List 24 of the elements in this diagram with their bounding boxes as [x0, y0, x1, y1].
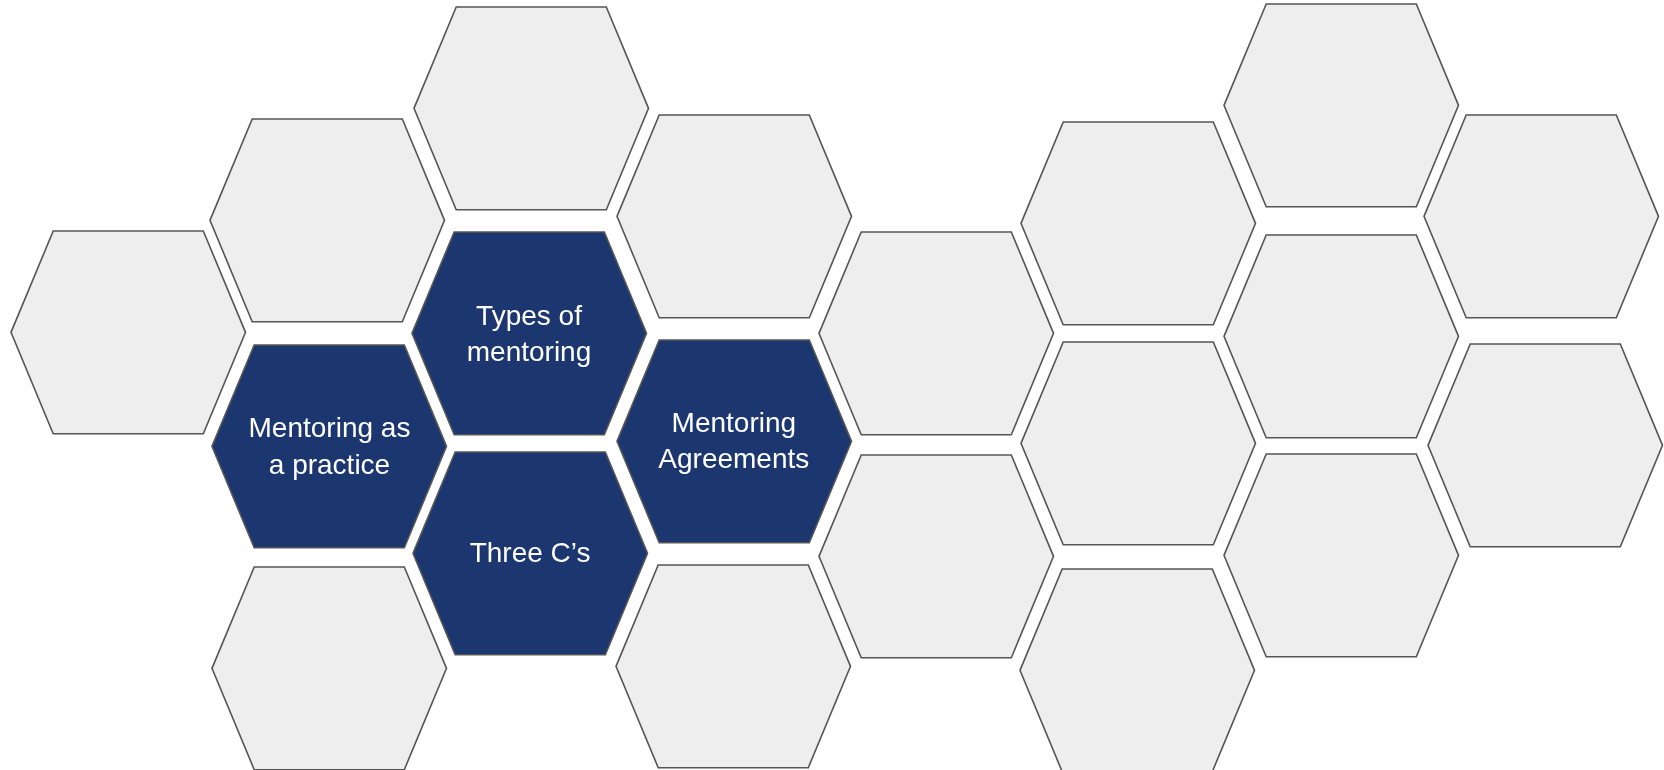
hexagon-tile — [616, 114, 852, 318]
hexagon-tile — [1223, 454, 1459, 657]
hexagon-tile — [1223, 234, 1459, 438]
hexagon-tile — [1424, 114, 1659, 318]
hexagon-tile — [1223, 4, 1459, 207]
hexagon-tile — [819, 455, 1054, 658]
hexagon-tile — [1428, 343, 1663, 547]
hexagon-tile — [10, 231, 246, 435]
hexagon-tile — [615, 564, 850, 768]
tile-label: Mentoring Agreements — [657, 405, 811, 476]
tile-label: Types of mentoring — [465, 298, 593, 369]
hexagon-tile — [413, 7, 649, 211]
hexagon-tile — [210, 118, 445, 322]
hexagon-tile — [819, 232, 1054, 436]
hexagon-tile — [1020, 341, 1256, 545]
tile-label: Mentoring as a practice — [247, 410, 412, 482]
hexagon-tile — [412, 452, 648, 655]
hexagon-tile — [1019, 568, 1255, 770]
hexagon-tile — [212, 344, 447, 548]
hexagon-tile — [616, 339, 852, 543]
hexagon-tile — [212, 566, 447, 770]
hexagon-tile — [411, 232, 647, 436]
hexagon-tile — [1020, 122, 1256, 325]
tile-label: Three C’s — [468, 536, 592, 571]
